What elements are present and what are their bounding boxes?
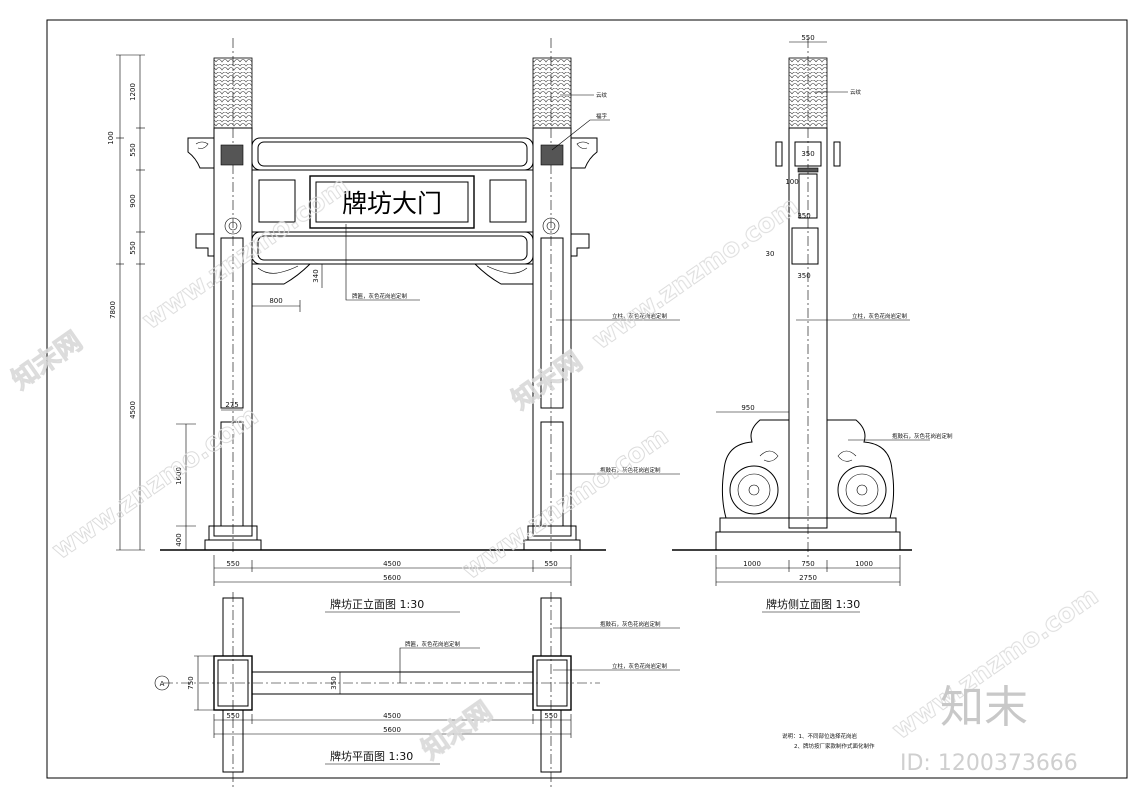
label-drum: 抱鼓石，灰色花岗岩定制 xyxy=(600,466,661,474)
side-dim-750: 750 xyxy=(801,560,814,568)
axis-tag-a: A xyxy=(160,680,165,688)
plan-title: 牌坊平面图 1:30 xyxy=(330,749,413,763)
side-dim-350-b: 350 xyxy=(797,212,810,220)
watermark: www.znzmo.com www.znzmo.com www.znzmo.co… xyxy=(6,171,1104,767)
side-dim-950: 950 xyxy=(741,404,754,412)
side-dim-1000-r: 1000 xyxy=(855,560,873,568)
dim-1600: 1600 xyxy=(175,467,183,485)
dim-275: 275 xyxy=(225,401,238,409)
plan-dim-550-r: 550 xyxy=(544,712,557,720)
side-label-cloud: 云纹 xyxy=(850,88,862,96)
dim-1200: 1200 xyxy=(129,83,137,101)
plan-dim-550-l: 550 xyxy=(226,712,239,720)
dim-550-mid: 550 xyxy=(129,241,137,254)
label-plaque: 牌匾，灰色花岗岩定制 xyxy=(352,292,408,300)
side-dim-2750: 2750 xyxy=(799,574,817,582)
dim-b-5600: 5600 xyxy=(383,574,401,582)
label-fu: 福字 xyxy=(596,112,608,120)
label-cloud: 云纹 xyxy=(596,91,608,99)
watermark-site-2: www.znzmo.com xyxy=(587,191,804,356)
dim-b-550-r: 550 xyxy=(544,560,557,568)
plan-label-drum: 抱鼓石，灰色花岗岩定制 xyxy=(600,620,661,628)
dim-4500-v: 4500 xyxy=(129,401,137,419)
plan-dim-750: 750 xyxy=(187,676,195,689)
side-label-drum: 抱鼓石，灰色花岗岩定制 xyxy=(892,432,953,440)
plan-dim-5600: 5600 xyxy=(383,726,401,734)
watermark-id: ID: 1200373666 xyxy=(900,751,1078,776)
dim-800: 800 xyxy=(269,297,282,305)
side-dim-30: 30 xyxy=(766,250,775,258)
side-elevation: 550 350 100 350 30 350 950 1000 750 1000… xyxy=(672,34,953,613)
dim-900: 900 xyxy=(129,194,137,207)
side-dim-350-a: 350 xyxy=(801,150,814,158)
side-dim-100: 100 xyxy=(785,178,798,186)
label-column: 立柱，灰色花岗岩定制 xyxy=(612,312,668,320)
dim-550-top: 550 xyxy=(129,143,137,156)
sheet-frame xyxy=(46,19,1128,779)
watermark-brand-2: 知末网 xyxy=(507,346,588,415)
note-line-1: 说明：1、不同部位选择花岗岩 xyxy=(782,732,858,740)
watermark-logo: 知末 xyxy=(940,682,1028,733)
plan-label-column: 立柱，灰色花岗岩定制 xyxy=(612,662,668,670)
side-dim-350-c: 350 xyxy=(797,272,810,280)
side-dim-1000-l: 1000 xyxy=(743,560,761,568)
dim-100: 100 xyxy=(107,131,115,144)
dim-7800: 7800 xyxy=(109,301,117,319)
plan-view: 350 A 750 550 4500 550 5600 抱鼓石，灰色花岗岩定制 … xyxy=(154,592,680,790)
watermark-site-4: www.znzmo.com xyxy=(457,421,674,586)
dim-b-550-l: 550 xyxy=(226,560,239,568)
plan-dim-350: 350 xyxy=(330,676,338,689)
watermark-brand-3: 知末网 xyxy=(417,696,498,765)
watermark-site-3: www.znzmo.com xyxy=(47,401,264,566)
front-elevation-title: 牌坊正立面图 1:30 xyxy=(330,597,424,611)
watermark-site-1: www.znzmo.com xyxy=(137,171,354,336)
dim-340: 340 xyxy=(312,269,320,282)
plan-label-plaque: 牌匾，灰色花岗岩定制 xyxy=(405,640,461,648)
side-elevation-title: 牌坊侧立面图 1:30 xyxy=(766,597,860,611)
side-label-column: 立柱，灰色花岗岩定制 xyxy=(852,312,908,320)
plan-dim-4500: 4500 xyxy=(383,712,401,720)
side-dim-550: 550 xyxy=(801,34,814,42)
plaque-text: 牌坊大门 xyxy=(342,189,442,218)
note-line-2: 2、牌坊按厂家款制作式面化制作 xyxy=(794,742,875,750)
dim-b-4500: 4500 xyxy=(383,560,401,568)
dim-400: 400 xyxy=(175,533,183,546)
front-elevation: 牌坊大门 100 1200 550 900 550 7800 xyxy=(107,38,680,613)
